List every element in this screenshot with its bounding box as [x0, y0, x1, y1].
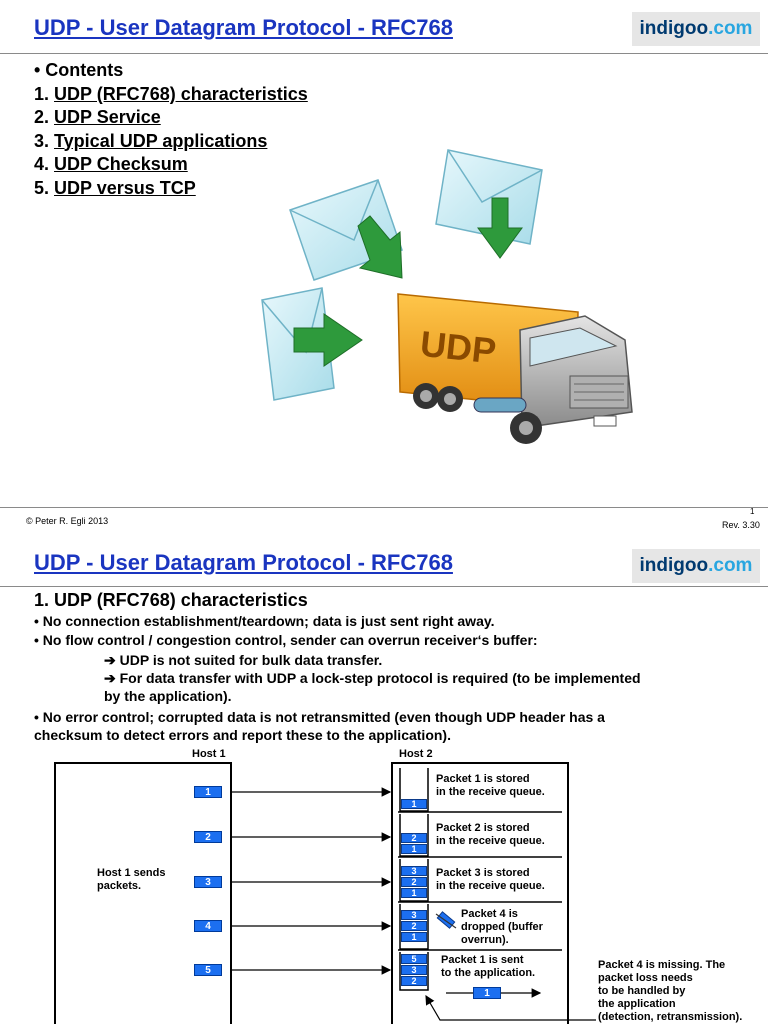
note-packet-missing: Packet 4 is missing. The packet loss nee… — [598, 959, 743, 1023]
slide-2: UDP - User Datagram Protocol - RFC768 in… — [0, 512, 768, 1024]
section-heading: 1. UDP (RFC768) characteristics — [34, 590, 308, 610]
body-text: • No flow control / congestion control, … — [34, 632, 538, 648]
queue-packet: 3 — [401, 910, 427, 920]
body-text: • No error control; corrupted data is no… — [34, 709, 605, 725]
down-arrow-icon — [477, 197, 523, 259]
queue-packet: 2 — [401, 921, 427, 931]
right-arrow-icon — [293, 313, 363, 367]
note-packet-2-stored: Packet 2 is stored in the receive queue. — [436, 822, 545, 847]
contents-item[interactable]: 1. UDP (RFC768) characteristics — [34, 83, 308, 104]
contents-item[interactable]: 2. UDP Service — [34, 107, 161, 127]
truck-icon: UDP — [397, 293, 633, 444]
title-divider — [0, 586, 768, 587]
host1-box — [54, 762, 232, 1024]
body-text: by the application). — [104, 688, 232, 704]
footer-divider — [0, 507, 768, 508]
diagram-arrows — [232, 768, 596, 1021]
body-text: checksum to detect errors and report the… — [34, 727, 451, 743]
queue-packet: 1 — [401, 932, 427, 942]
truck-label: UDP — [418, 323, 498, 372]
contents-item[interactable]: 4. UDP Checksum — [34, 154, 188, 174]
host1-label: Host 1 — [192, 748, 226, 760]
packet-2: 2 — [194, 831, 222, 843]
udp-truck-illustration: UDP — [261, 149, 633, 444]
note-packet-1-sent: Packet 1 is sent to the application. — [441, 954, 536, 979]
host2-label: Host 2 — [399, 748, 433, 760]
body-text: • No connection establishment/teardown; … — [34, 613, 495, 629]
packet-4: 4 — [194, 920, 222, 932]
body-text: ➔ UDP is not suited for bulk data transf… — [104, 652, 383, 668]
body-text: ➔ For data transfer with UDP a lock-step… — [104, 670, 641, 686]
packet-1: 1 — [194, 786, 222, 798]
host2-box — [391, 762, 569, 1024]
page-number: 1 — [750, 507, 755, 516]
contents-label: • Contents — [34, 60, 124, 80]
packet-3: 3 — [194, 876, 222, 888]
queue-packet: 1 — [401, 799, 427, 809]
revision-text: Rev. 3.30 — [722, 520, 760, 530]
host1-text: Host 1 sends packets. — [97, 867, 166, 892]
diagonal-arrow-icon — [357, 215, 403, 279]
note-packet-1-stored: Packet 1 is stored in the receive queue. — [436, 773, 545, 798]
contents-list: • Contents 1. UDP (RFC768) characteristi… — [34, 59, 308, 200]
queue-packet: 3 — [401, 965, 427, 975]
queue-packet: 2 — [401, 833, 427, 843]
copyright-text: © Peter R. Egli 2013 — [26, 516, 109, 526]
packet-5: 5 — [194, 964, 222, 976]
slide-title: UDP - User Datagram Protocol - RFC768 — [34, 15, 453, 40]
queue-packet: 2 — [401, 976, 427, 986]
dropped-packet-icon — [435, 911, 457, 929]
contents-item[interactable]: 3. Typical UDP applications — [34, 130, 268, 151]
queue-packet: 2 — [401, 877, 427, 887]
queue-packet: 3 — [401, 866, 427, 876]
queue-packet: 1 — [401, 844, 427, 854]
slide-title: UDP - User Datagram Protocol - RFC768 — [34, 550, 453, 575]
note-packet-3-stored: Packet 3 is stored in the receive queue. — [436, 867, 545, 892]
envelope-icon — [435, 149, 543, 245]
queue-packet: 5 — [401, 954, 427, 964]
title-divider — [0, 53, 768, 54]
note-packet-4-dropped: Packet 4 is dropped (buffer overrun). — [461, 908, 543, 946]
contents-item[interactable]: 5. UDP versus TCP — [34, 177, 196, 198]
sent-packet: 1 — [473, 987, 501, 999]
slide-1: UDP - User Datagram Protocol - RFC768 in… — [0, 12, 768, 508]
indigoo-logo: indigoo.com — [632, 549, 760, 583]
indigoo-logo: indigoo.com — [632, 12, 760, 46]
queue-packet: 1 — [401, 888, 427, 898]
